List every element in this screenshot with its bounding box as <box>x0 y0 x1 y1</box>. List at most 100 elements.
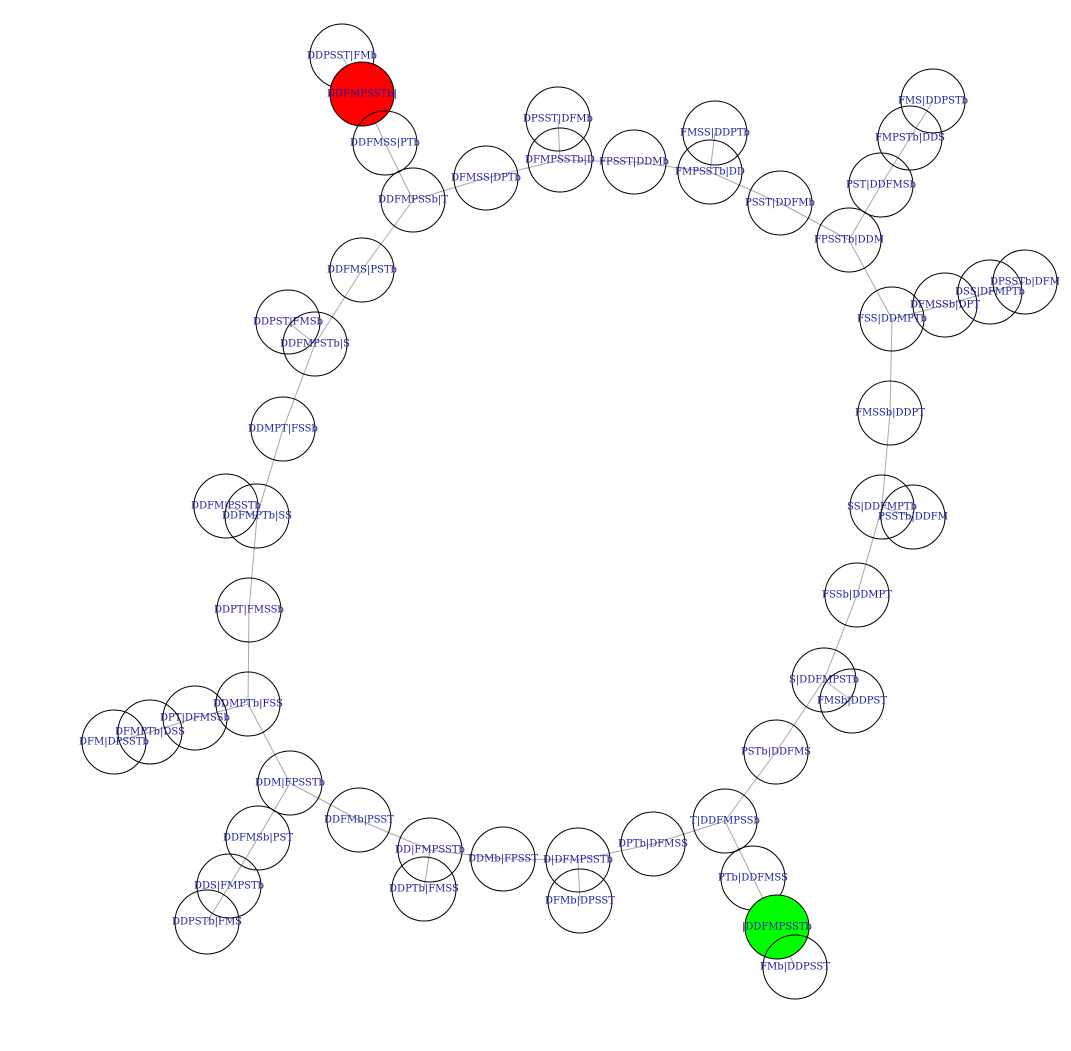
node-circle <box>849 474 915 540</box>
node-label: PST|DDFMSb <box>846 180 916 191</box>
node-label: DDMPTb|FSS <box>213 699 283 710</box>
edge-n38-n42 <box>247 703 291 784</box>
node-circle <box>352 110 418 176</box>
node-n17: DFMSSb|DPT <box>910 272 980 338</box>
node-n52: DDFMS|PSTb <box>327 237 397 303</box>
node-label: DFM|DPSSTb <box>79 737 149 748</box>
node-circle <box>816 207 882 273</box>
node-n8: FPSST|DDMb <box>599 129 669 195</box>
node-n45: DFM|DPSSTb <box>79 709 149 775</box>
node-label: S|DDFMPSTb <box>789 675 859 686</box>
edge-n5-n7 <box>485 159 561 179</box>
node-n21: SS|DDFMPTb <box>847 474 917 540</box>
node-circle <box>880 484 946 550</box>
node-n30: FMb|DDPSST <box>760 934 830 1000</box>
node-label: PSST|DDFMb <box>745 198 815 209</box>
node-label: DDFMPSSTb| <box>327 89 397 100</box>
node-n36: DDPTb|FMSS <box>389 856 459 922</box>
node-label: DPTb|DFMSS <box>618 839 688 850</box>
node-label: DDS|FMPSTb <box>194 881 264 892</box>
node-n41: DDPSTb|FMS <box>172 889 242 955</box>
node-n40: DDS|FMPSTb <box>194 853 264 919</box>
edge-n52-n4 <box>361 199 414 271</box>
edge-n31-n32 <box>577 843 654 861</box>
node-circle <box>224 483 290 549</box>
node-circle <box>527 127 593 193</box>
edge-n24-n25 <box>823 679 853 702</box>
node-circle <box>397 817 463 883</box>
node-n4: DDFMPSSb|T <box>378 167 448 233</box>
node-circle <box>545 827 611 893</box>
node-circle <box>193 473 259 539</box>
node-label: DFMPSSTb|D <box>525 155 595 166</box>
node-n27: T|DDFMPSSb <box>690 788 760 854</box>
node-n2: DDFMPSSTb| <box>327 61 397 127</box>
node-circle <box>326 787 392 853</box>
node-circle <box>329 61 395 127</box>
node-n38: DDM|FPSSTb <box>255 750 325 816</box>
node-label: DDMb|FPSST <box>468 854 538 865</box>
edge-n32-n34 <box>502 858 579 861</box>
node-circle <box>282 311 348 377</box>
node-label: DDFMPTb|SS <box>222 511 292 522</box>
edge-n9-n10 <box>709 132 716 173</box>
node-circle <box>81 709 147 775</box>
node-circle <box>547 868 613 934</box>
node-label: FMSSb|DDPT <box>855 408 925 419</box>
edge-n17-n18 <box>944 291 991 306</box>
node-n42: DDMPTb|FSS <box>213 671 283 737</box>
node-circle <box>620 811 686 877</box>
edge-n10-n11 <box>709 171 781 204</box>
node-n20: FMSSb|DDPT <box>855 380 925 446</box>
node-n18: DSS|DFMPTb <box>955 259 1025 325</box>
node-label: PSTb|DDFMS <box>741 747 811 758</box>
edge-n49-n51 <box>282 343 316 430</box>
node-label: PTb|DDFMSS <box>718 873 788 884</box>
node-circle <box>453 145 519 211</box>
node-label: DDFMPSSb|T <box>378 195 448 206</box>
node-circle <box>900 68 966 134</box>
edge-n35-n36 <box>423 849 431 890</box>
node-n11: PSST|DDFMb <box>745 170 815 236</box>
edge-n21-n22 <box>881 506 914 518</box>
node-circle <box>250 396 316 462</box>
node-n34: DDMb|FPSST <box>468 826 538 892</box>
node-circle <box>162 685 228 751</box>
node-label: DDFM|PSSTb <box>191 501 261 512</box>
node-circle <box>215 671 281 737</box>
node-n12: FPSSTb|DDM <box>814 207 884 273</box>
node-label: |DDFMPSSTb <box>742 922 812 933</box>
node-circle <box>791 647 857 713</box>
edge-n50-n51 <box>287 321 316 345</box>
node-label: DDPTb|FMSS <box>389 884 459 895</box>
node-circle <box>255 289 321 355</box>
edge-n42-n43 <box>194 703 249 719</box>
edge-n26-n27 <box>724 751 777 822</box>
node-n25: FMSb|DDPST <box>817 668 887 734</box>
edge-n6-n7 <box>557 118 561 161</box>
node-label: DDPT|FMSSb <box>214 605 284 616</box>
node-label: DDM|FPSSTb <box>255 778 325 789</box>
edge-n24-n26 <box>775 679 825 753</box>
node-n26: PSTb|DDFMS <box>741 719 811 785</box>
edge-n12-n16 <box>848 239 893 320</box>
edge-n32-n33 <box>577 859 581 902</box>
edge-n13-n14 <box>880 137 911 186</box>
node-label: FMb|DDPSST <box>760 962 830 973</box>
node-label: D|DFMPSSTb <box>543 855 613 866</box>
node-circle <box>824 562 890 628</box>
edge-n51-n52 <box>314 269 363 345</box>
node-n24: S|DDFMPSTb <box>789 647 859 713</box>
node-n15: FMS|DDPSTb <box>898 68 968 134</box>
node-label: DDPST|FMSb <box>253 317 323 328</box>
node-circle <box>859 286 925 352</box>
node-circle <box>225 805 291 871</box>
edge-n20-n21 <box>881 412 891 508</box>
edge-n27-n31 <box>652 820 726 845</box>
node-circle <box>912 272 978 338</box>
node-circle <box>380 167 446 233</box>
node-label: DDMPT|FSSb <box>248 424 318 435</box>
node-label: FPSSTb|DDM <box>814 235 884 246</box>
node-circle <box>329 237 395 303</box>
node-n33: DFMb|DPSST <box>545 868 615 934</box>
